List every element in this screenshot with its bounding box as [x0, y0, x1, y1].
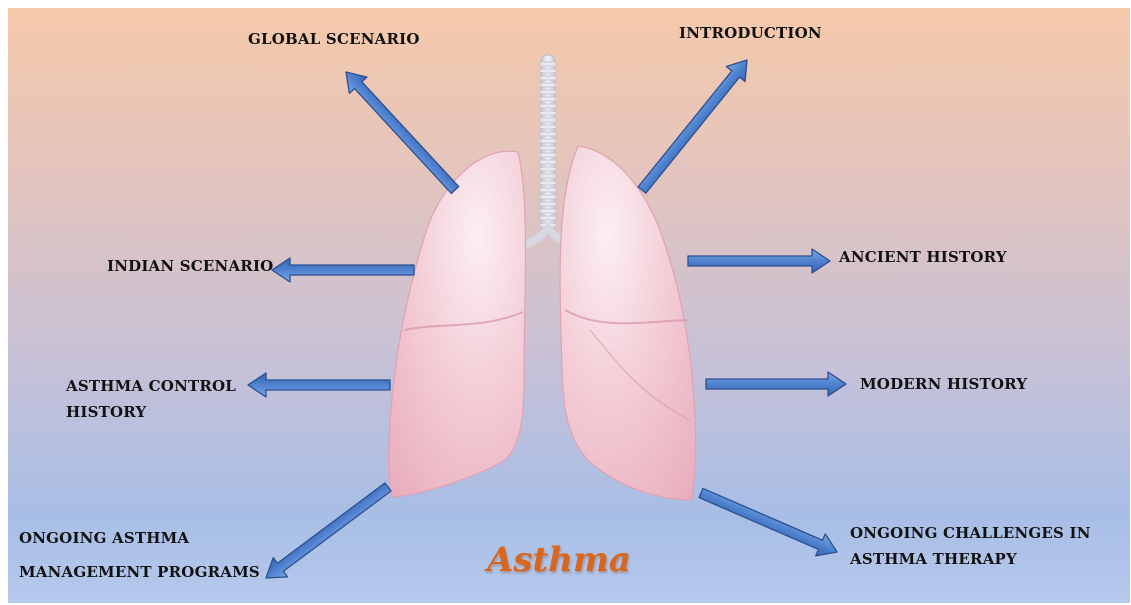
- trachea-ring: [540, 195, 556, 199]
- topic-indian-scenario: INDIAN SCENARIO: [107, 253, 273, 279]
- trachea-ring: [540, 132, 556, 136]
- topic-line: ONGOING CHALLENGES IN: [850, 520, 1091, 546]
- trachea-ring: [540, 76, 556, 80]
- trachea-ring: [540, 139, 556, 143]
- topic-ancient-history: ANCIENT HISTORY: [839, 244, 1007, 270]
- trachea-ring: [540, 104, 556, 108]
- trachea-ring: [540, 216, 556, 220]
- trachea-ring: [540, 83, 556, 87]
- trachea-ring: [540, 69, 556, 73]
- arrow-introduction: [633, 52, 757, 197]
- topic-global-scenario: GLOBAL SCENARIO: [248, 26, 420, 52]
- trachea-ring: [540, 146, 556, 150]
- arrow-ongoing-challenges: [696, 482, 842, 563]
- trachea-ring: [540, 118, 556, 122]
- topic-line: ONGOING ASTHMA: [19, 521, 260, 555]
- topic-ongoing-management: ONGOING ASTHMA MANAGEMENT PROGRAMS: [19, 521, 260, 589]
- arrow-asthma-control-history: [248, 373, 390, 397]
- trachea-ring: [540, 209, 556, 213]
- trachea-ring: [540, 62, 556, 66]
- arrow-global-scenario: [337, 64, 464, 198]
- topic-line: HISTORY: [66, 399, 236, 425]
- trachea-ring: [540, 90, 556, 94]
- trachea-ring: [540, 174, 556, 178]
- topic-modern-history: MODERN HISTORY: [860, 371, 1027, 397]
- trachea-ring: [540, 97, 556, 101]
- arrow-ongoing-management: [259, 477, 395, 587]
- trachea-ring: [540, 188, 556, 192]
- trachea-ring: [540, 202, 556, 206]
- topic-introduction: INTRODUCTION: [679, 20, 822, 46]
- arrow-modern-history: [706, 372, 846, 396]
- trachea-ring: [540, 111, 556, 115]
- arrow-indian-scenario: [272, 258, 414, 282]
- trachea-ring: [540, 153, 556, 157]
- left-lung: [389, 151, 526, 497]
- topic-ongoing-challenges: ONGOING CHALLENGES IN ASTHMA THERAPY: [850, 520, 1091, 572]
- right-lung: [560, 146, 696, 500]
- trachea-ring: [540, 167, 556, 171]
- topic-line: MANAGEMENT PROGRAMS: [19, 555, 260, 589]
- topic-line: ASTHMA THERAPY: [850, 546, 1091, 572]
- arrow-ancient-history: [688, 249, 830, 273]
- diagram-title: Asthma: [487, 540, 631, 580]
- trachea-ring: [540, 160, 556, 164]
- trachea-ring: [540, 125, 556, 129]
- topic-line: ASTHMA CONTROL: [66, 373, 236, 399]
- trachea-ring: [540, 181, 556, 185]
- topic-asthma-control-history: ASTHMA CONTROL HISTORY: [66, 373, 236, 425]
